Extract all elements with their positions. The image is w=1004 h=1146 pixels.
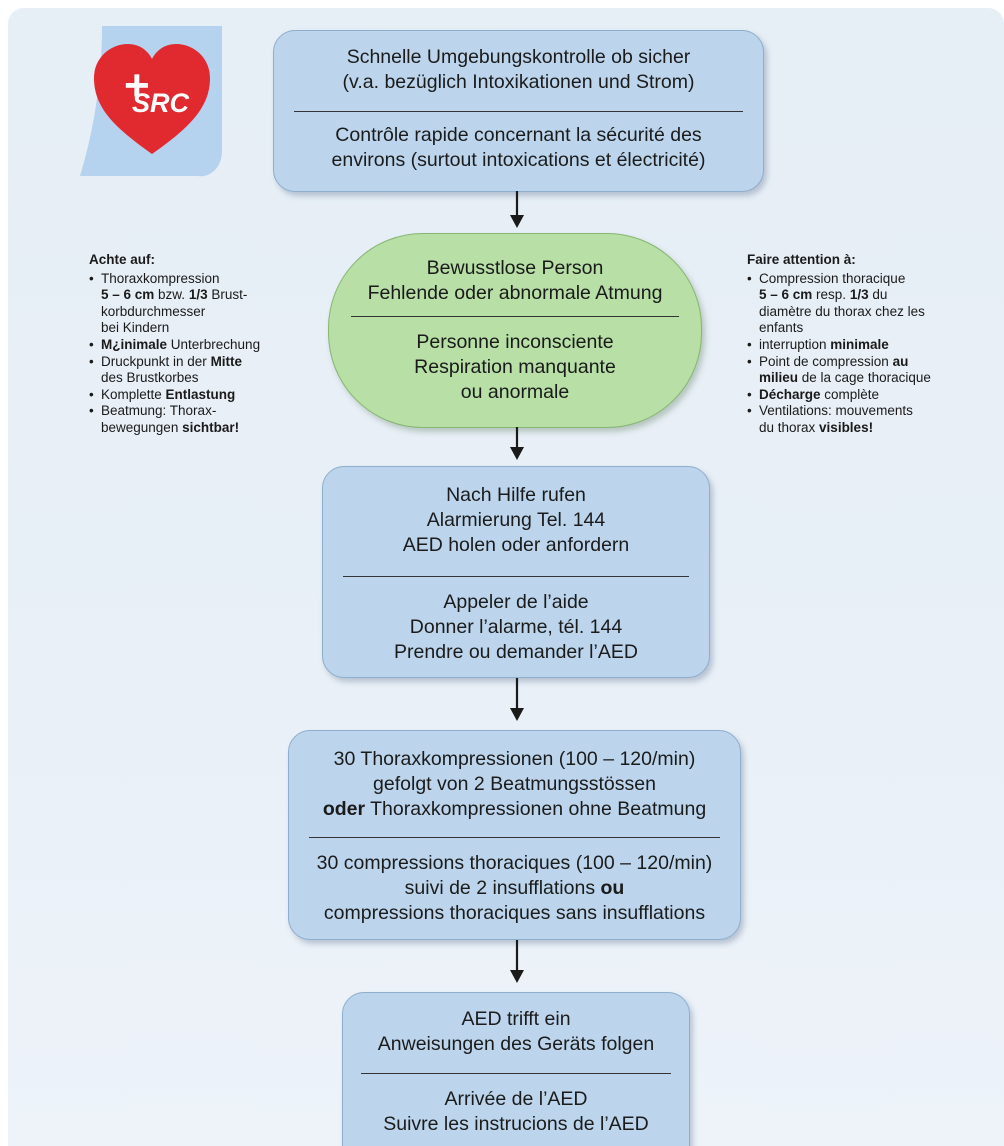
notes-list: Compression thoracique 5 – 6 cm resp. 1/… [747,271,987,437]
text-line: Bewusstlose Person [426,257,604,279]
list-item: Décharge complète [747,387,987,404]
notes-german: Achte auf: Thoraxkompression 5 – 6 cm bz… [89,252,309,437]
divider [309,837,720,838]
list-item: Thoraxkompression 5 – 6 cm bzw. 1/3 Brus… [89,271,309,337]
text-line: ou anormale [460,381,570,403]
arrow-down-icon [510,940,524,983]
logo-cross: + [124,61,150,110]
notes-title: Faire attention à: [747,252,856,267]
text-line: (v.a. bezüglich Intoxikationen und Strom… [342,71,695,93]
notes-title: Achte auf: [89,252,156,267]
logo-heart-shape [94,44,210,154]
text-line: Respiration manquante [414,356,616,378]
text-line: compressions thoraciques sans insufflati… [323,902,706,924]
text-line: Donner l’alarme, tél. 144 [409,616,623,638]
text-line: Arrivée de l’AED [444,1088,588,1110]
arrow-down-icon [510,191,524,228]
arrow-down-icon [510,427,524,460]
step-chest-compressions: 30 Thoraxkompressionen (100 – 120/min) g… [288,730,741,940]
text-line: Anweisungen des Geräts folgen [377,1033,655,1055]
text-line: Nach Hilfe rufen [446,484,586,506]
text-line: environs (surtout intoxications et élect… [331,149,706,171]
text-line: Fehlende oder abnormale Atmung [367,282,663,304]
text-line: Appeler de l’aide [443,591,589,613]
step-unconscious-person: Bewusstlose Person Fehlende oder abnorma… [328,233,702,428]
step-text-de: 30 Thoraxkompressionen (100 – 120/min) g… [289,747,740,822]
text-line: Alarmierung Tel. 144 [426,509,606,531]
step-text-fr: 30 compressions thoraciques (100 – 120/m… [289,851,740,926]
list-item: Komplette Entlastung [89,387,309,404]
text-line: suivi de 2 insufflations ou [404,877,625,899]
list-item: Compression thoracique 5 – 6 cm resp. 1/… [747,271,987,337]
list-item: Beatmung: Thorax- bewegungen sichtbar! [89,403,309,436]
divider [351,316,679,317]
notes-french: Faire attention à: Compression thoraciqu… [747,252,987,437]
list-item: M¿inimale Unterbrechung [89,337,309,354]
step-call-for-help: Nach Hilfe rufen Alarmierung Tel. 144 AE… [322,466,710,678]
text-line: oder Thoraxkompressionen ohne Beatmung [322,798,707,820]
text-line: AED holen oder anfordern [402,534,630,556]
text-line: Contrôle rapide concernant la sécurité d… [335,124,702,146]
step-text-fr: Appeler de l’aide Donner l’alarme, tél. … [323,590,709,665]
list-item: Point de compression au milieu de la cag… [747,354,987,387]
step-aed-arrives: AED trifft ein Anweisungen des Geräts fo… [342,992,690,1146]
notes-list: Thoraxkompression 5 – 6 cm bzw. 1/3 Brus… [89,271,309,437]
step-text-de: AED trifft ein Anweisungen des Geräts fo… [343,1007,689,1057]
text-line: Prendre ou demander l’AED [394,641,638,663]
divider [343,576,689,577]
step-text-de: Bewusstlose Person Fehlende oder abnorma… [329,256,701,306]
arrow-down-icon [510,678,524,721]
list-item: Ventilations: mouvements du thorax visib… [747,403,987,436]
list-item: interruption minimale [747,337,987,354]
text-line: AED trifft ein [461,1008,571,1030]
text-line: 30 compressions thoraciques (100 – 120/m… [316,852,713,874]
text-line: Suivre les instrucions de l’AED [383,1113,649,1135]
list-item: Druckpunkt in der Mitte des Brustkorbes [89,354,309,387]
src-red-cross-logo: + SRC [80,26,222,177]
text-line: Schnelle Umgebungskontrolle ob sicher [346,46,691,68]
step-text-fr: Personne inconsciente Respiration manqua… [329,330,701,405]
divider [294,111,743,112]
step-text-de: Nach Hilfe rufen Alarmierung Tel. 144 AE… [323,483,709,558]
logo-text: SRC [132,88,190,118]
step-text-de: Schnelle Umgebungskontrolle ob sicher (v… [274,45,763,95]
step-text-fr: Arrivée de l’AED Suivre les instrucions … [343,1087,689,1137]
divider [361,1073,671,1074]
cpr-flowchart: + SRC Schnelle Umgebungskontrolle ob sic… [8,8,1004,1146]
text-line: Personne inconsciente [416,331,614,353]
text-line: gefolgt von 2 Beatmungsstössen [373,773,656,795]
step-check-surroundings: Schnelle Umgebungskontrolle ob sicher (v… [273,30,764,192]
step-text-fr: Contrôle rapide concernant la sécurité d… [274,123,763,173]
text-line: 30 Thoraxkompressionen (100 – 120/min) [333,748,696,770]
